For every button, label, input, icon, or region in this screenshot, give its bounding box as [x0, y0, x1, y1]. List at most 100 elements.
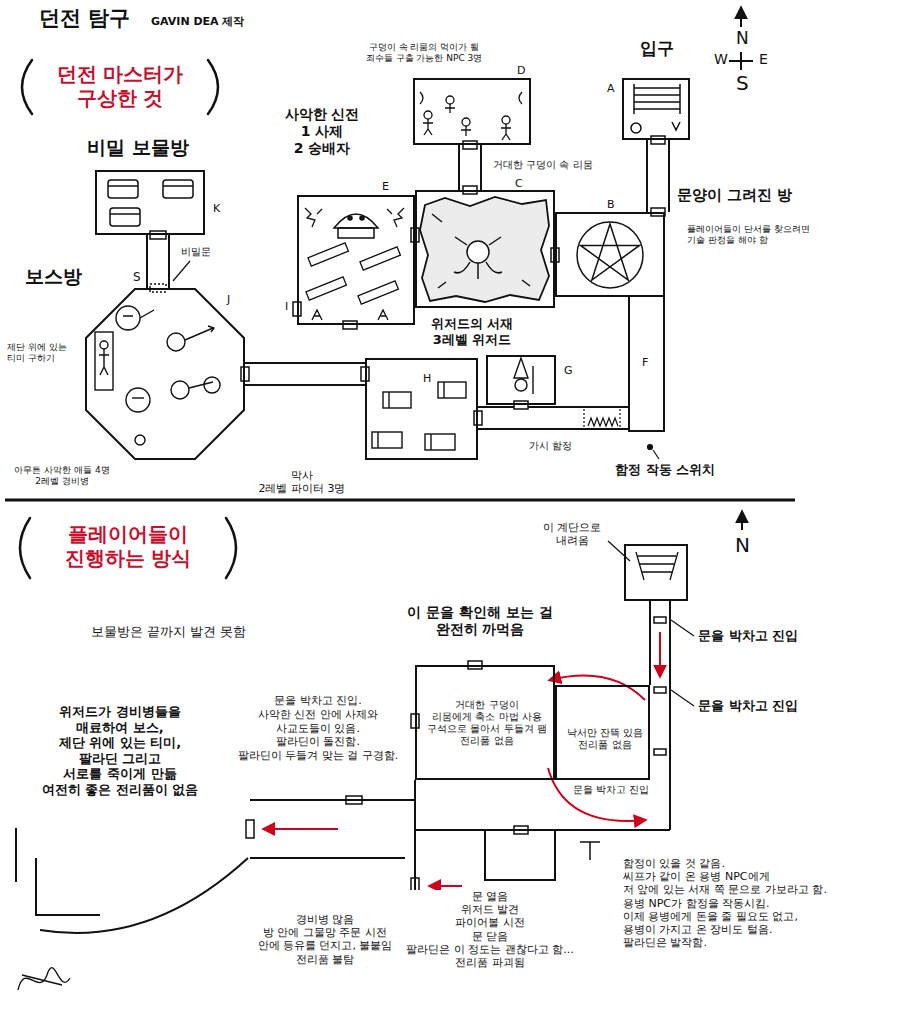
leader-line: [173, 261, 190, 281]
room: 거대한 구덩이 리뭄에게 축소 마법 사용 구석으로 몰아서 두들겨 팸 전리품…: [415, 665, 555, 780]
text-line: 막사: [259, 469, 346, 482]
room: F: [628, 297, 665, 432]
guard: [123, 310, 154, 318]
statue: [387, 208, 404, 227]
corridor-floor: [648, 140, 668, 212]
room-note: 구덩이 속 리뭄의 먹이가 될 죄수들 구출 가능한 NPC 3명: [365, 42, 484, 64]
temple-altar: [348, 216, 352, 220]
treasure-chest: [108, 185, 138, 187]
room: 구덩이 속 리뭄의 먹이가 될 죄수들 구출 가능한 NPC 3명D: [413, 78, 531, 145]
play-note: 경비병 많음 방 안에 그물망 주문 시전 안에 등유를 던지고, 불붙임 전리…: [257, 913, 394, 966]
credit: GAVIN DEA 제작: [150, 15, 245, 28]
room-note: 플레이어들이 단서를 찾으려면 기술 판정을 해야 함: [686, 224, 811, 246]
signature: [18, 968, 70, 990]
text-line: 사악한 신전: [285, 106, 360, 123]
compass-letter: S: [735, 71, 750, 95]
prisoner: [420, 92, 522, 140]
text-line: 제단 위에 있는 티미,: [42, 735, 199, 751]
text-line: 문 닫음: [406, 930, 573, 943]
corridor-wall: [478, 406, 628, 430]
prisoner: [423, 119, 433, 135]
spike-trap: [584, 409, 620, 429]
room-heading: 비밀 보물방: [86, 136, 190, 159]
pew: [306, 243, 400, 320]
temple-altar: [338, 228, 374, 238]
text-line: 구덩이 속 리뭄의 먹이가 될: [366, 42, 483, 53]
compass-letter: N: [734, 533, 751, 557]
boss-room: 보스방제단 위에 있는 티미 구하기아무튼 사악한 애들 4명 2레벨 경비병: [85, 288, 245, 460]
prisoner: [502, 116, 510, 124]
annotation: 문을 박차고 진입: [572, 784, 650, 796]
pew: [358, 281, 398, 304]
player-map-wall: [485, 830, 555, 880]
stairs: [631, 123, 641, 133]
pew: [312, 310, 388, 320]
bed: [372, 382, 466, 450]
text-line: 전리품 파괴됨: [406, 956, 573, 969]
text-line: 용병 NPC가 함정을 작동시킴.: [623, 897, 827, 910]
wizard: [532, 366, 533, 394]
text-line: 죄수들 구출 가능한 NPC 3명: [366, 53, 483, 64]
play-note: 문 열음 위저드 발견 파이어볼 시전 문 닫음 팔라딘은 이 정도는 괜찮다고…: [405, 890, 574, 969]
statue: [305, 208, 404, 227]
heading-bracket: [226, 518, 236, 578]
leader-line: [671, 690, 694, 706]
annotation: 비밀문: [180, 246, 212, 258]
annotation: 가시 함정: [528, 440, 573, 452]
text-line: 서로를 죽이게 만듦: [42, 766, 199, 782]
bed: [377, 432, 378, 448]
room-letter: B: [606, 198, 616, 211]
ooze-monster: [454, 237, 502, 279]
pentagram: [577, 222, 643, 288]
door: [241, 367, 249, 381]
room: 입구A: [622, 78, 690, 140]
wizard: [514, 358, 533, 394]
room-note: 제단 위에 있는 티미 구하기: [6, 342, 68, 364]
guard: [132, 397, 144, 398]
door: [654, 617, 666, 623]
room: 사악한 신전 1 사제 2 숭배자E: [297, 195, 415, 325]
text-line: 플레이어들이 단서를 찾으려면: [687, 224, 810, 235]
wizard: [514, 358, 528, 378]
temple-altar: [360, 216, 364, 220]
stairs: [672, 122, 680, 130]
text-line: 안에 등유를 던지고, 불붙임: [258, 939, 393, 952]
leader-line: [173, 261, 694, 706]
text-line: 팔라딘은 이 정도는 괜찮다고 함...: [406, 943, 573, 956]
text-line: 구석으로 몰아서 두들겨 팸: [427, 723, 547, 735]
stairs: [631, 84, 680, 133]
corridor-wall: [458, 145, 482, 190]
section-heading: 던전 마스터가 구상한 것: [56, 62, 185, 110]
text-line: 전리품 불탐: [258, 953, 393, 966]
room-heading: 보스방: [24, 265, 83, 288]
trap-switch: [648, 445, 653, 450]
annotation: 문을 박차고 진입: [697, 698, 799, 714]
route-arrow: [659, 632, 661, 676]
leader-line: [653, 450, 659, 459]
corridor-floor: [478, 408, 628, 428]
room-letter: C: [514, 177, 524, 190]
compass: [729, 52, 753, 70]
route-arrow: [550, 676, 645, 701]
player-map-wall: [636, 552, 678, 580]
prisoner: [446, 96, 454, 104]
room-heading: 위저드의 서재 3레벨 위저드: [430, 316, 515, 347]
guard: [171, 381, 189, 399]
pew: [360, 247, 400, 270]
text-line: 진행하는 방식: [65, 546, 192, 570]
text-line: 완전히 까먹음: [407, 621, 553, 638]
text-line: 티미 구하기: [7, 353, 67, 364]
play-note: 거대한 구덩이 리뭄에게 축소 마법 사용 구석으로 몰아서 두들겨 팸 전리품…: [426, 699, 548, 747]
pew: [306, 277, 346, 300]
door: [463, 141, 477, 149]
spike-trap: [584, 409, 620, 429]
temple-altar: [334, 214, 378, 238]
room: H막사 2레벨 파이터 3명: [365, 358, 478, 460]
room-heading: 입구: [639, 38, 675, 58]
text-line: 이 계단으로: [543, 521, 602, 534]
door-letter: S: [132, 270, 142, 284]
door: [150, 136, 666, 894]
text-line: 경비병 많음: [258, 913, 393, 926]
player-map-wall: [625, 545, 687, 600]
room-letter: K: [212, 202, 221, 215]
